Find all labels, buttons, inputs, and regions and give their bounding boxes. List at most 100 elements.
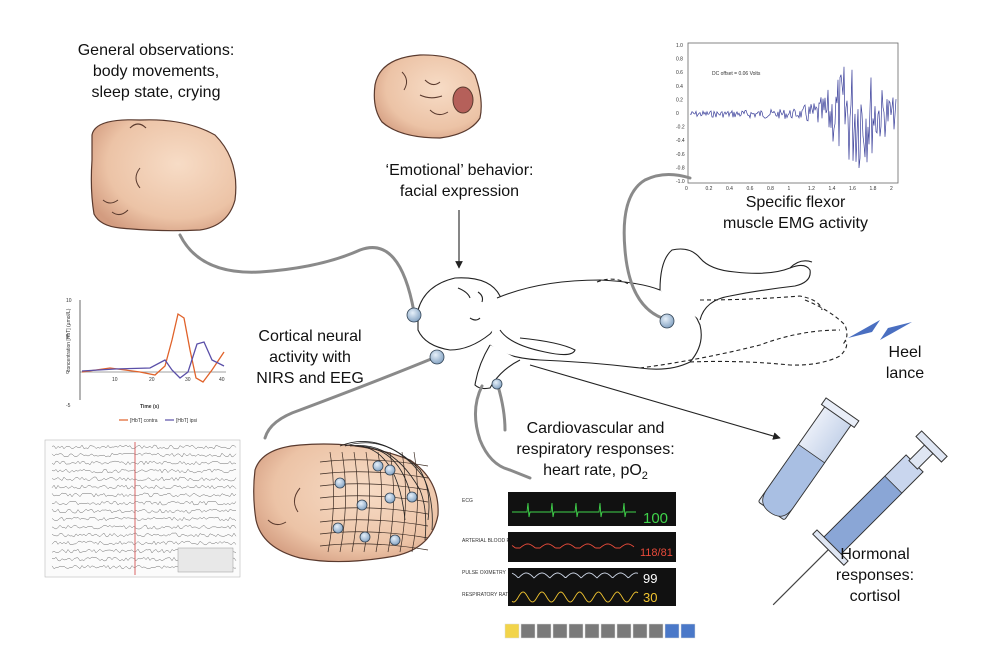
label-line: cortisol [849, 588, 901, 605]
eeg-channel-trace [51, 516, 237, 522]
cap-mesh-line [339, 451, 346, 553]
monitor-button [632, 623, 648, 639]
eeg-channel-trace [51, 540, 237, 546]
monitor-rr-value: 30 [643, 590, 657, 605]
infant-crying-face-illustration [373, 54, 482, 139]
monitor-button [520, 623, 536, 639]
monitor-button [504, 623, 520, 639]
nirs-legend-contra: [HbT] contra [130, 418, 158, 424]
eeg-channel-trace [51, 524, 237, 530]
nirs-trace-ipsi [81, 341, 225, 379]
nirs-x-tick: 30 [185, 377, 191, 383]
eeg-channel-trace [51, 444, 237, 450]
monitor-button [600, 623, 616, 639]
label-heel-lance: Heel lance [870, 342, 940, 384]
monitor-button [664, 623, 680, 639]
infant-head-with-eeg-cap [253, 441, 439, 563]
monitor-button [536, 623, 552, 639]
eeg-channel-trace [51, 492, 237, 498]
emg-y-tick: -0.6 [676, 152, 685, 158]
label-line: facial expression [399, 183, 520, 200]
label-cortical-activity: Cortical neural activity with NIRS and E… [240, 326, 380, 389]
monitor-row-label: RESPIRATORY RATE [462, 592, 512, 598]
label-line: lance [885, 365, 925, 382]
label-line: General observations: [77, 42, 235, 59]
monitor-spo2-waveform [511, 572, 639, 579]
monitor-button [552, 623, 568, 639]
label-line: Hormonal [840, 546, 910, 563]
label-line: NIRS and EEG [256, 370, 364, 387]
emg-x-tick: 0.2 [706, 186, 713, 192]
label-line: muscle EMG activity [723, 215, 868, 232]
emg-annotation: DC offset = 0.06 Volts [712, 71, 761, 77]
arrow-to-blood-sample [529, 364, 781, 440]
nirs-y-tick: 5 [66, 334, 69, 340]
nirs-y-axis-label: concentration [HbT] (µmol/L) [66, 308, 72, 372]
eeg-channel-trace [51, 484, 237, 490]
label-text: heart rate, pO [543, 462, 642, 479]
eeg-electrode [356, 499, 368, 511]
cap-mesh-line [319, 507, 429, 515]
label-line: sleep state, crying [91, 84, 221, 101]
emg-y-tick: 0 [676, 111, 679, 117]
emg-y-tick: 0.6 [676, 70, 683, 76]
label-general-observations: General observations: body movements, sl… [60, 40, 252, 103]
eeg-electrode [359, 531, 371, 543]
label-line: Specific flexor [745, 194, 846, 211]
emg-y-tick: 0.2 [676, 97, 683, 103]
sensor-cables [178, 173, 692, 480]
label-line: Cardiovascular and [526, 420, 665, 437]
label-line: respiratory responses: [516, 441, 675, 458]
emg-x-tick: 1.8 [870, 186, 877, 192]
cap-mesh-line [411, 451, 418, 553]
monitor-row-label: ECG [462, 498, 473, 504]
eeg-electrode [406, 491, 418, 503]
test-tube [758, 397, 860, 520]
syringe [772, 430, 948, 606]
monitor-spo2-value: 99 [643, 571, 657, 586]
eeg-channel-trace [51, 508, 236, 514]
monitor-hr-value: 100 [643, 510, 668, 527]
nirs-x-tick: 10 [112, 377, 118, 383]
cap-mesh-line [319, 459, 429, 467]
label-line: responses: [835, 567, 915, 584]
emg-x-tick: 0 [685, 186, 688, 192]
eeg-trace-panel [44, 439, 241, 578]
label-cardiovascular: Cardiovascular and respiratory responses… [498, 418, 693, 487]
nirs-legend-ipsi: [HbT] ipsi [176, 418, 197, 424]
monitor-ecg-waveform [512, 502, 636, 518]
emg-y-tick-labels: 1.00.80.60.40.20-0.2-0.4-0.6-0.8-1.0 [676, 43, 685, 185]
emg-x-tick: 0.4 [726, 186, 733, 192]
label-line: ‘Emotional’ behavior: [385, 162, 534, 179]
eeg-channel-trace [51, 500, 237, 506]
eeg-channel-trace [51, 452, 237, 458]
monitor-button [568, 623, 584, 639]
cap-mesh-line [319, 531, 429, 539]
emg-x-tick: 0.8 [767, 186, 774, 192]
emg-y-tick: -0.2 [676, 125, 685, 131]
monitor-button [584, 623, 600, 639]
eeg-electrode [334, 477, 346, 489]
eeg-cap-wires [339, 441, 433, 541]
cap-mesh-line [319, 483, 429, 491]
label-emotional-behavior: ‘Emotional’ behavior: facial expression [362, 160, 557, 202]
emg-x-tick: 1.4 [829, 186, 836, 192]
monitor-row-label: ARTERIAL BLOOD PRESSURE [462, 538, 535, 544]
label-line: Cortical neural [258, 328, 362, 345]
emg-x-tick: 2 [890, 186, 893, 192]
nirs-x-axis-label: Time (s) [140, 404, 159, 410]
monitor-bp-waveform [511, 543, 635, 549]
eeg-electrode [389, 534, 401, 546]
emg-y-tick: 1.0 [676, 43, 683, 49]
eeg-channel-trace [51, 468, 237, 474]
nirs-x-tick: 20 [149, 377, 155, 383]
electrode-chest [491, 378, 503, 390]
infant-body-outline [417, 248, 848, 390]
cap-mesh-line [327, 451, 334, 553]
emg-y-tick: -1.0 [676, 179, 685, 185]
cap-mesh-line [351, 451, 358, 553]
